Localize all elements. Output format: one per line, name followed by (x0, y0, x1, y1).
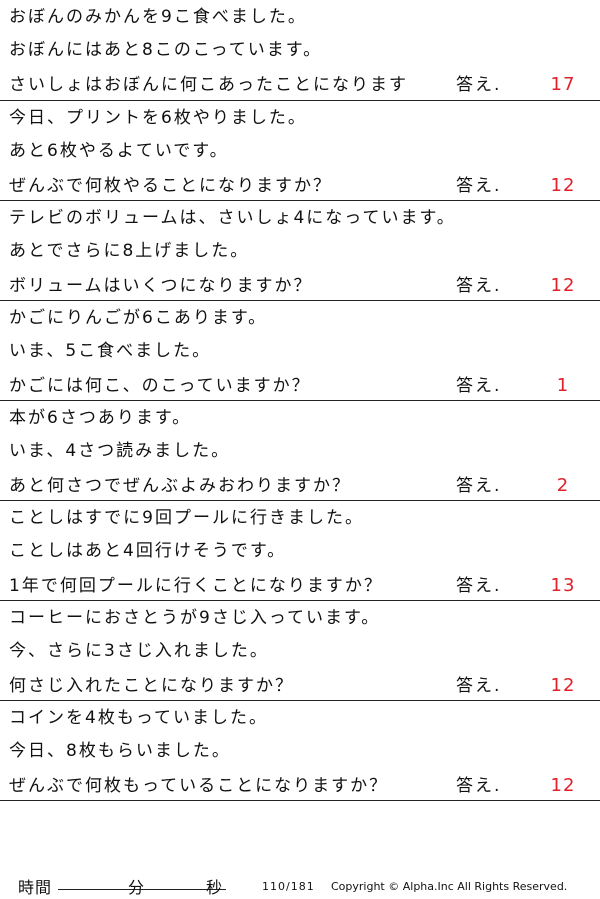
time-blank-line (58, 889, 226, 890)
problem-5: 本が6さつあります。 いま、4さつ読みました。 あと何さつでぜんぶよみおわります… (0, 401, 600, 501)
answer-label: 答え. (456, 276, 502, 296)
answer-value: 12 (550, 775, 576, 796)
problem-line: あとでさらに8上げました。 (9, 241, 250, 261)
problem-line: 今日、プリントを6枚やりました。 (9, 108, 307, 128)
copyright: Copyright © Alpha.Inc All Rights Reserve… (331, 880, 568, 893)
answer-value: 13 (550, 575, 576, 596)
problem-2: 今日、プリントを6枚やりました。 あと6枚やるよていです。 ぜんぶで何枚やること… (0, 101, 600, 201)
seconds-label: 秒 (206, 878, 223, 897)
problem-6: ことしはすでに9回プールに行きました。 ことしはあと4回行けそうです。 1年で何… (0, 501, 600, 601)
problem-line: テレビのボリュームは、さいしょ4になっています。 (9, 208, 456, 228)
problem-question: ボリュームはいくつになりますか？ (9, 276, 313, 296)
answer-label: 答え. (456, 376, 502, 396)
problem-line: いま、4さつ読みました。 (9, 441, 231, 461)
answer-value: 12 (550, 675, 576, 696)
time-label: 時間 (18, 878, 53, 897)
problem-question: 1年で何回プールに行くことになりますか？ (9, 576, 383, 596)
answer-label: 答え. (456, 176, 502, 196)
problem-line: おぼんにはあと8このこっています。 (9, 40, 323, 60)
problem-4: かごにりんごが6こあります。 いま、5こ食べました。 かごには何こ、のこっていま… (0, 301, 600, 401)
problem-8: コインを4枚もっていました。 今日、8枚もらいました。 ぜんぶで何枚もっているこ… (0, 701, 600, 801)
answer-label: 答え. (456, 476, 502, 496)
problem-question: かごには何こ、のこっていますか？ (9, 376, 311, 396)
answer-label: 答え. (456, 75, 502, 95)
problem-line: 今、さらに3さじ入れました。 (9, 641, 269, 661)
problem-question: 何さじ入れたことになりますか？ (9, 676, 294, 696)
problem-line: コーヒーにおさとうが9さじ入っています。 (9, 608, 381, 628)
problem-question: さいしょはおぼんに何こあったことになります (9, 75, 408, 95)
problem-question: あと何さつでぜんぶよみおわりますか？ (9, 476, 351, 496)
answer-value: 12 (550, 275, 576, 296)
problem-line: ことしはあと4回行けそうです。 (9, 541, 287, 561)
problem-list: おぼんのみかんを9こ食べました。 おぼんにはあと8このこっています。 さいしょは… (0, 0, 600, 801)
answer-label: 答え. (456, 676, 502, 696)
answer-label: 答え. (456, 576, 502, 596)
answer-value: 1 (556, 375, 570, 396)
minutes-label: 分 (128, 878, 145, 897)
problem-line: かごにりんごが6こあります。 (9, 308, 268, 328)
answer-label: 答え. (456, 776, 502, 796)
footer: 時間 分 秒 110/181 Copyright © Alpha.Inc All… (0, 868, 600, 898)
problem-1: おぼんのみかんを9こ食べました。 おぼんにはあと8このこっています。 さいしょは… (0, 0, 600, 101)
problem-line: 今日、8枚もらいました。 (9, 741, 231, 761)
problem-line: ことしはすでに9回プールに行きました。 (9, 508, 364, 528)
problem-line: いま、5こ食べました。 (9, 341, 212, 361)
problem-7: コーヒーにおさとうが9さじ入っています。 今、さらに3さじ入れました。 何さじ入… (0, 601, 600, 701)
answer-value: 12 (550, 175, 576, 196)
page-number: 110/181 (262, 880, 315, 893)
problem-question: ぜんぶで何枚やることになりますか？ (9, 176, 332, 196)
problem-3: テレビのボリュームは、さいしょ4になっています。 あとでさらに8上げました。 ボ… (0, 201, 600, 301)
problem-line: あと6枚やるよていです。 (9, 141, 229, 161)
problem-line: おぼんのみかんを9こ食べました。 (9, 7, 307, 27)
problem-question: ぜんぶで何枚もっていることになりますか？ (9, 776, 389, 796)
answer-value: 17 (550, 74, 576, 95)
answer-value: 2 (556, 475, 570, 496)
problem-line: 本が6さつあります。 (9, 408, 192, 428)
problem-line: コインを4枚もっていました。 (9, 708, 268, 728)
